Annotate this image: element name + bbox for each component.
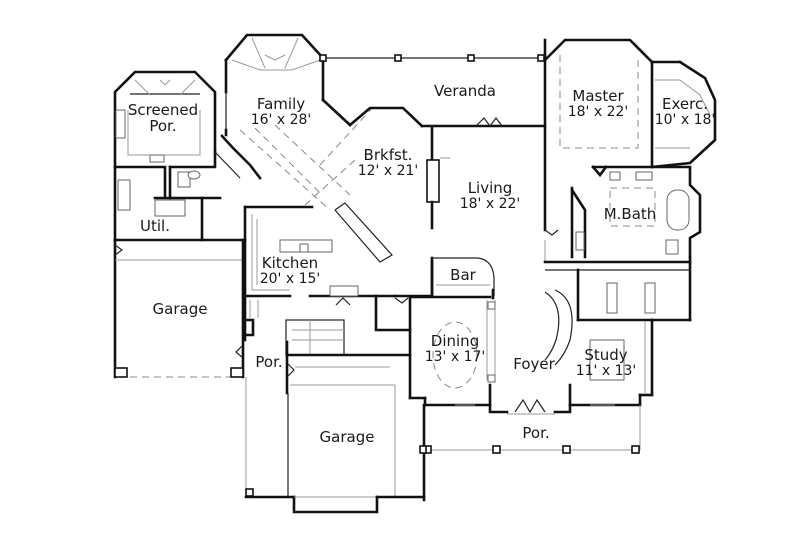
room-name: Util. (140, 217, 170, 235)
master-suite-walls (543, 38, 717, 322)
room-label-study: Study 11' x 13' (576, 347, 637, 379)
room-name: Dining (430, 332, 480, 350)
room-dimensions: 12' x 21' (357, 163, 419, 179)
room-name: Bar (450, 266, 476, 284)
room-name: Living (467, 179, 513, 197)
front-porch-outline (422, 403, 641, 502)
room-name: Garage (152, 300, 208, 318)
room-name: Family (256, 95, 306, 113)
room-label-exercise: Exerc. 10' x 18' (655, 96, 716, 128)
room-label-foyer: Foyer (513, 356, 555, 372)
room-label-screened-porch: Screened Por. (128, 102, 198, 134)
room-label-utility: Util. (140, 218, 170, 234)
room-name: Por. (522, 424, 550, 442)
room-name: Veranda (434, 82, 496, 100)
room-dimensions: 16' x 28' (250, 112, 312, 128)
room-dimensions: 10' x 18' (654, 112, 716, 128)
room-name: M.Bath (603, 205, 657, 223)
room-label-kitchen: Kitchen 20' x 15' (260, 255, 321, 287)
foyer-walls (423, 383, 642, 415)
utility-walls (113, 150, 247, 242)
room-label-family: Family 16' x 28' (251, 96, 312, 128)
living-room-walls (543, 38, 559, 262)
room-label-master-bath: M.Bath (604, 206, 657, 222)
room-label-rear-porch: Por. (255, 354, 282, 370)
room-label-veranda: Veranda (434, 83, 496, 99)
room-label-front-porch: Por. (522, 425, 549, 441)
room-name: Master (572, 87, 624, 105)
garage-2-walls (244, 377, 427, 514)
room-name: Brkfst. (363, 146, 413, 164)
veranda-outline (319, 54, 547, 128)
room-name: Kitchen (261, 254, 319, 272)
room-dimensions: 18' x 22' (567, 104, 629, 120)
garage-1-walls (113, 238, 245, 379)
room-label-breakfast: Brkfst. 12' x 21' (358, 147, 419, 179)
room-label-garage-2: Garage (320, 429, 375, 445)
room-name: Foyer (513, 355, 555, 373)
room-dimensions: 20' x 15' (259, 271, 321, 287)
breakfast-kitchen-walls (243, 125, 450, 298)
room-dimensions: 18' x 22' (459, 196, 521, 212)
room-name: Exerc. (662, 95, 708, 113)
screened-porch-walls (113, 70, 217, 242)
room-dimensions: 13' x 17' (424, 349, 486, 365)
hall-stair-study-walls (544, 268, 692, 407)
bar-walls (430, 257, 495, 300)
rear-porch-stair-walls (235, 294, 412, 395)
room-label-living: Living 18' x 22' (460, 180, 521, 212)
room-label-bar: Bar (450, 267, 476, 283)
room-name-line-2: Por. (149, 117, 177, 135)
room-label-master: Master 18' x 22' (568, 88, 629, 120)
dining-walls (408, 295, 496, 407)
room-name-line-1: Screened (127, 101, 199, 119)
room-label-garage-1: Garage (153, 301, 208, 317)
room-dimensions: 11' x 13' (575, 363, 637, 379)
room-name: Garage (319, 428, 375, 446)
room-name: Study (584, 346, 628, 364)
family-room-walls (220, 33, 376, 211)
room-label-dining: Dining 13' x 17' (425, 333, 486, 365)
room-name: Por. (255, 353, 283, 371)
